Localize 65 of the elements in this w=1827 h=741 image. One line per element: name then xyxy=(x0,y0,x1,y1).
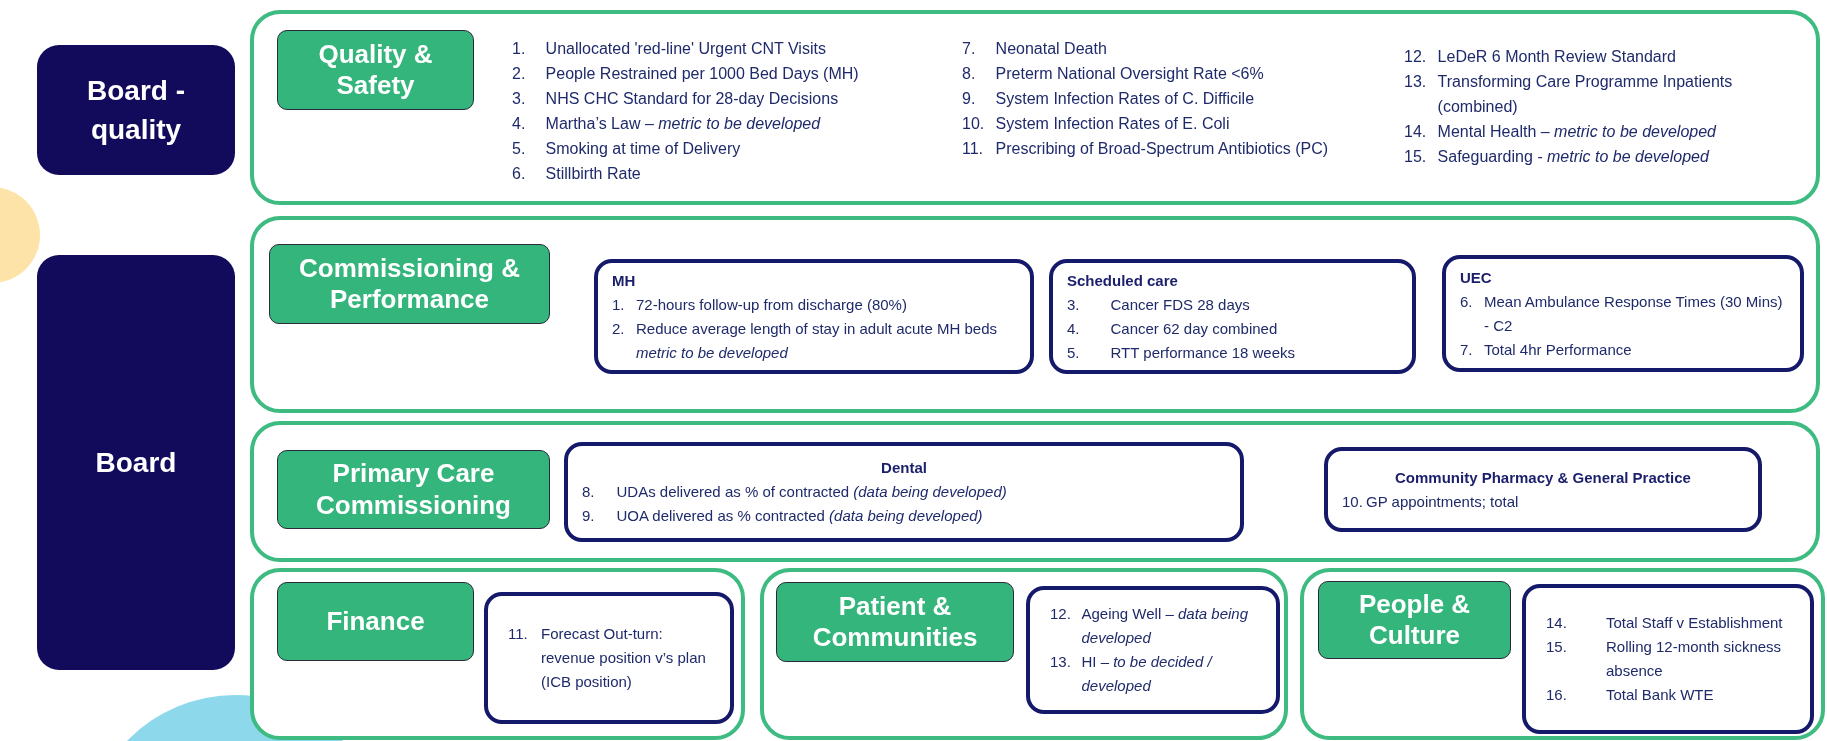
metric-box xyxy=(1522,584,1814,734)
metric-item: 7. Neonatal Death xyxy=(962,39,1108,59)
metric-item: 9. System Infection Rates of C. Difficile xyxy=(962,89,1256,109)
metric-item: 15. Rolling 12-month sickness absence xyxy=(1546,637,1783,681)
metric-item: 6. Stillbirth Rate xyxy=(512,164,642,184)
metric-item: 9. UOA delivered as % contracted (data being developed) xyxy=(582,506,984,526)
metric-item: 5. Smoking at time of Delivery xyxy=(512,139,742,159)
board-title: Board xyxy=(94,445,178,480)
section-title: Primary Care Commissioning xyxy=(315,458,512,521)
section-panel xyxy=(760,568,1288,740)
metric-heading: Community Pharmacy & General Practice xyxy=(1394,467,1692,488)
metric-box xyxy=(564,442,1244,542)
section-title: Quality & Safety xyxy=(317,38,434,102)
section-title-box xyxy=(269,244,550,324)
metric-item: 12. LeDeR 6 Month Review Standard xyxy=(1404,47,1677,67)
metric-box xyxy=(1324,447,1762,532)
metric-item: 10. System Infection Rates of E. Coli xyxy=(962,114,1231,134)
metric-item: 14. Mental Health – metric to be developed xyxy=(1404,122,1718,142)
section-panel xyxy=(250,421,1820,562)
metric-item: 8. Preterm National Oversight Rate <6% xyxy=(962,64,1265,84)
metric-item: 15. Safeguarding - metric to be developed xyxy=(1404,147,1711,167)
metric-box xyxy=(1049,259,1416,374)
section-panel xyxy=(1300,568,1825,740)
metric-item: 4. Martha’s Law – metric to be developed xyxy=(512,114,822,134)
metric-item: 3. NHS CHC Standard for 28-day Decisions xyxy=(512,89,840,109)
metric-heading: Dental xyxy=(880,458,928,478)
metric-heading: UEC xyxy=(1460,267,1493,288)
metric-item: 2. People Restrained per 1000 Bed Days (MH) xyxy=(512,64,860,84)
metric-item: 13. HI – to be decided / developed xyxy=(1050,652,1214,696)
metric-box xyxy=(484,592,734,724)
metric-item: 8. UDAs delivered as % of contracted (data being developed) xyxy=(582,482,1008,502)
metric-item: 11. Forecast Out-turn: revenue position v’s plan (ICB position) xyxy=(508,624,707,692)
metric-item: 1. Unallocated 'red-line' Urgent CNT Visits xyxy=(512,39,827,59)
metric-box xyxy=(1442,255,1804,372)
section-title-box xyxy=(277,450,550,529)
board-box xyxy=(37,255,235,670)
board-title: Board - quality xyxy=(86,73,186,147)
metric-item: 11. Prescribing of Broad-Spectrum Antibiotics (PC) xyxy=(962,139,1330,159)
section-title-box xyxy=(277,582,474,661)
metric-box xyxy=(1026,586,1280,714)
metric-item: 6. Mean Ambulance Response Times (30 Mins) - C2 xyxy=(1460,291,1784,336)
section-panel xyxy=(250,10,1820,205)
section-title-box xyxy=(277,30,474,110)
section-title: People & Culture xyxy=(1357,588,1472,652)
section-title: Commissioning & Performance xyxy=(298,252,521,316)
section-panel xyxy=(250,216,1820,413)
section-title: Patient & Communities xyxy=(811,590,979,654)
metric-heading: Scheduled care xyxy=(1067,270,1179,291)
metric-item: 7. Total 4hr Performance xyxy=(1460,339,1633,360)
metric-item: 16. Total Bank WTE xyxy=(1546,685,1715,705)
metric-item: 2. Reduce average length of stay in adult acute MH beds metric to be developed xyxy=(612,318,999,363)
metric-item: 10. GP appointments; total xyxy=(1342,491,1520,512)
board-box xyxy=(37,45,235,175)
metric-heading: MH xyxy=(612,270,637,291)
metric-item: 1. 72-hours follow-up from discharge (80%) xyxy=(612,294,908,315)
metric-item: 14. Total Staff v Establishment xyxy=(1546,613,1784,633)
section-title-box xyxy=(1318,581,1511,659)
metric-item: 13. Transforming Care Programme Inpatients (combined) xyxy=(1404,72,1734,117)
section-title-box xyxy=(776,582,1014,662)
metric-item: 5. RTT performance 18 weeks xyxy=(1067,342,1297,363)
metric-box xyxy=(594,259,1034,374)
section-panel xyxy=(250,568,745,740)
section-title: Finance xyxy=(326,605,425,638)
metric-item: 4. Cancer 62 day combined xyxy=(1067,318,1279,339)
metric-item: 3. Cancer FDS 28 days xyxy=(1067,294,1251,315)
